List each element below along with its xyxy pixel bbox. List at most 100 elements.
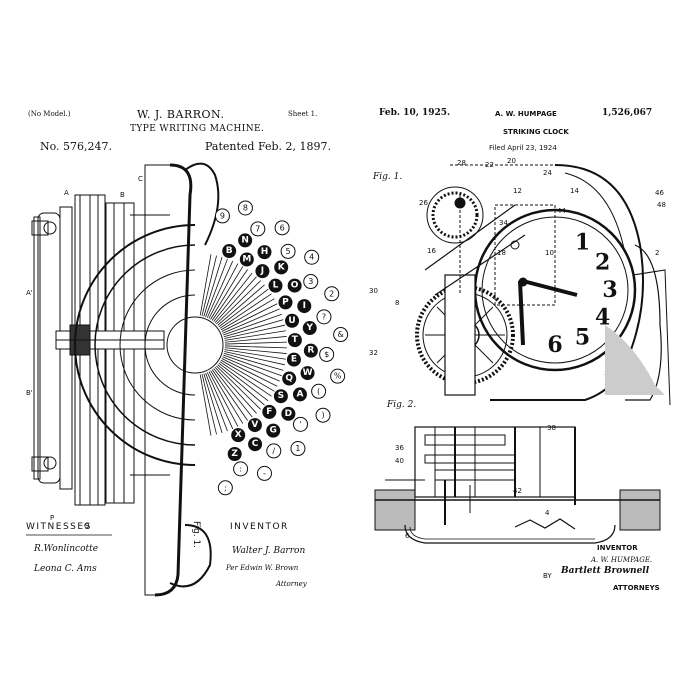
typewriter-key-outer-label: 9 [220, 211, 225, 220]
typewriter-key-outer-label: & [338, 330, 344, 339]
typewriter-key-label: M [242, 254, 251, 264]
reference-numeral: 36 [395, 444, 404, 452]
typewriter-key-outer-label: $ [324, 350, 329, 359]
reference-numeral: 40 [395, 457, 404, 465]
typewriter-key-label: U [288, 316, 295, 326]
typewriter-key-outer-label: - [263, 469, 266, 478]
typewriter-key-label: X [235, 430, 242, 440]
left-patent-title: TYPE WRITING MACHINE. [130, 124, 265, 134]
typewriter-key-outer-label: 6 [280, 223, 285, 232]
typewriter-key-label: D [285, 409, 292, 419]
clock-numeral: 3 [602, 277, 617, 303]
typewriter-key: V [247, 418, 262, 433]
typewriter-key: T [287, 333, 302, 348]
typewriter-key-outer: 6 [274, 220, 290, 236]
typewriter-key: W [300, 366, 315, 381]
typewriter-key-outer-label: 2 [329, 289, 334, 298]
typewriter-key-outer-label: ? [322, 312, 326, 321]
typewriter-key: G [266, 423, 281, 438]
reference-numeral: 38 [547, 424, 556, 432]
typewriter-key: J [255, 264, 270, 279]
clock-numeral: 6 [547, 332, 562, 358]
typewriter-key-outer: ; [217, 480, 233, 496]
typewriter-key-outer: 5 [280, 243, 296, 259]
typewriter-key: M [239, 252, 254, 267]
clock-numeral: 2 [595, 250, 610, 276]
typewriter-key-outer-label: 1 [295, 444, 300, 453]
clock-patent-sheet: Feb. 10, 1925. A. W. HUMPAGE 1,526,067 S… [365, 95, 680, 600]
typewriter-key-outer: 4 [304, 249, 320, 265]
typewriter-key-outer: & [333, 327, 349, 343]
svg-text:C: C [138, 175, 143, 183]
typewriter-key-label: N [241, 235, 249, 245]
typewriter-key: C [248, 437, 263, 452]
by-label: BY [543, 572, 552, 580]
reference-numeral: 20 [507, 157, 516, 165]
typewriter-key-outer-label: 4 [309, 253, 314, 262]
typewriter-key-outer: % [330, 368, 346, 384]
svg-text:B': B' [26, 389, 33, 397]
typewriter-key-label: P [282, 297, 289, 307]
reference-numeral: 30 [369, 287, 378, 295]
typewriter-key-label: Y [305, 323, 313, 333]
typewriter-key: H [257, 245, 272, 260]
typewriter-patent-sheet: (No Model.) W. J. BARRON. Sheet 1. TYPE … [20, 95, 350, 600]
typewriter-key: U [285, 313, 300, 328]
reference-numeral: 44 [557, 207, 566, 215]
witnesses-label: WITNESSES [26, 522, 92, 532]
svg-text:A: A [64, 189, 69, 197]
no-model-note: (No Model.) [28, 110, 71, 118]
right-inventor-label: INVENTOR [597, 544, 638, 552]
typewriter-key-label: E [291, 355, 297, 365]
typewriter-key-outer: / [266, 443, 282, 459]
typewriter-key-outer-label: % [334, 372, 342, 381]
clock-numeral: 4 [595, 305, 610, 331]
reference-numeral: 10 [545, 249, 554, 257]
typewriter-key-outer-label: ; [224, 483, 227, 492]
typewriter-key-outer: ' [292, 416, 308, 432]
typewriter-key-label: A [296, 389, 303, 399]
typewriter-key-label: F [266, 407, 272, 417]
typewriter-key-label: R [307, 346, 314, 356]
typewriter-key-outer-label: 8 [243, 203, 248, 212]
typewriter-key-outer: 9 [214, 208, 230, 224]
svg-text:A': A' [26, 289, 33, 297]
reference-numeral: 12 [513, 187, 522, 195]
filed-date: Filed April 23, 1924 [489, 144, 557, 152]
typewriter-key: Q [282, 371, 297, 386]
inventor-label: INVENTOR [230, 522, 289, 532]
reference-numeral: 24 [543, 169, 552, 177]
witness-signature-1: R.Wonlincotte [34, 544, 99, 554]
reference-numeral: 8 [395, 299, 399, 307]
reference-numeral: 48 [657, 201, 666, 209]
svg-text:P: P [50, 514, 54, 522]
typewriter-key-label: H [261, 247, 269, 257]
reference-numeral: 42 [513, 487, 522, 495]
typewriter-key-outer: 8 [237, 200, 253, 216]
attorney-signature: Per Edwin W. Brown [226, 564, 299, 572]
typewriter-key-label: S [278, 391, 284, 401]
sheet-number: Sheet 1. [288, 110, 318, 118]
reference-numeral: 28 [457, 159, 466, 167]
typewriter-key-outer-label: ( [317, 387, 320, 396]
reference-numeral: 14 [570, 187, 579, 195]
typewriter-key: F [262, 404, 277, 419]
inventor-signature: Walter J. Barron [232, 546, 306, 556]
witness-signature-2: Leona C. Ams [34, 564, 97, 574]
typewriter-key-outer: ? [316, 309, 332, 325]
fig-1-label: Fig. 1. [373, 172, 403, 182]
typewriter-key-label: J [260, 266, 264, 276]
left-patent-number: No. 576,247. [40, 140, 113, 153]
typewriter-key-outer-label: : [239, 464, 242, 473]
typewriter-key: Z [227, 447, 242, 462]
clock-numeral: 1 [575, 229, 590, 255]
fig-2-label: Fig. 2. [387, 400, 417, 410]
right-patent-title: STRIKING CLOCK [503, 128, 569, 136]
right-inventor-name: A. W. HUMPAGE [495, 110, 557, 118]
right-inventor-small: A. W. HUMPAGE. [591, 556, 653, 564]
typewriter-key-label: Q [285, 374, 293, 384]
typewriter-key-outer-label: 5 [286, 247, 291, 256]
right-patent-number: 1,526,067 [602, 108, 653, 118]
svg-text:Q: Q [84, 522, 90, 530]
